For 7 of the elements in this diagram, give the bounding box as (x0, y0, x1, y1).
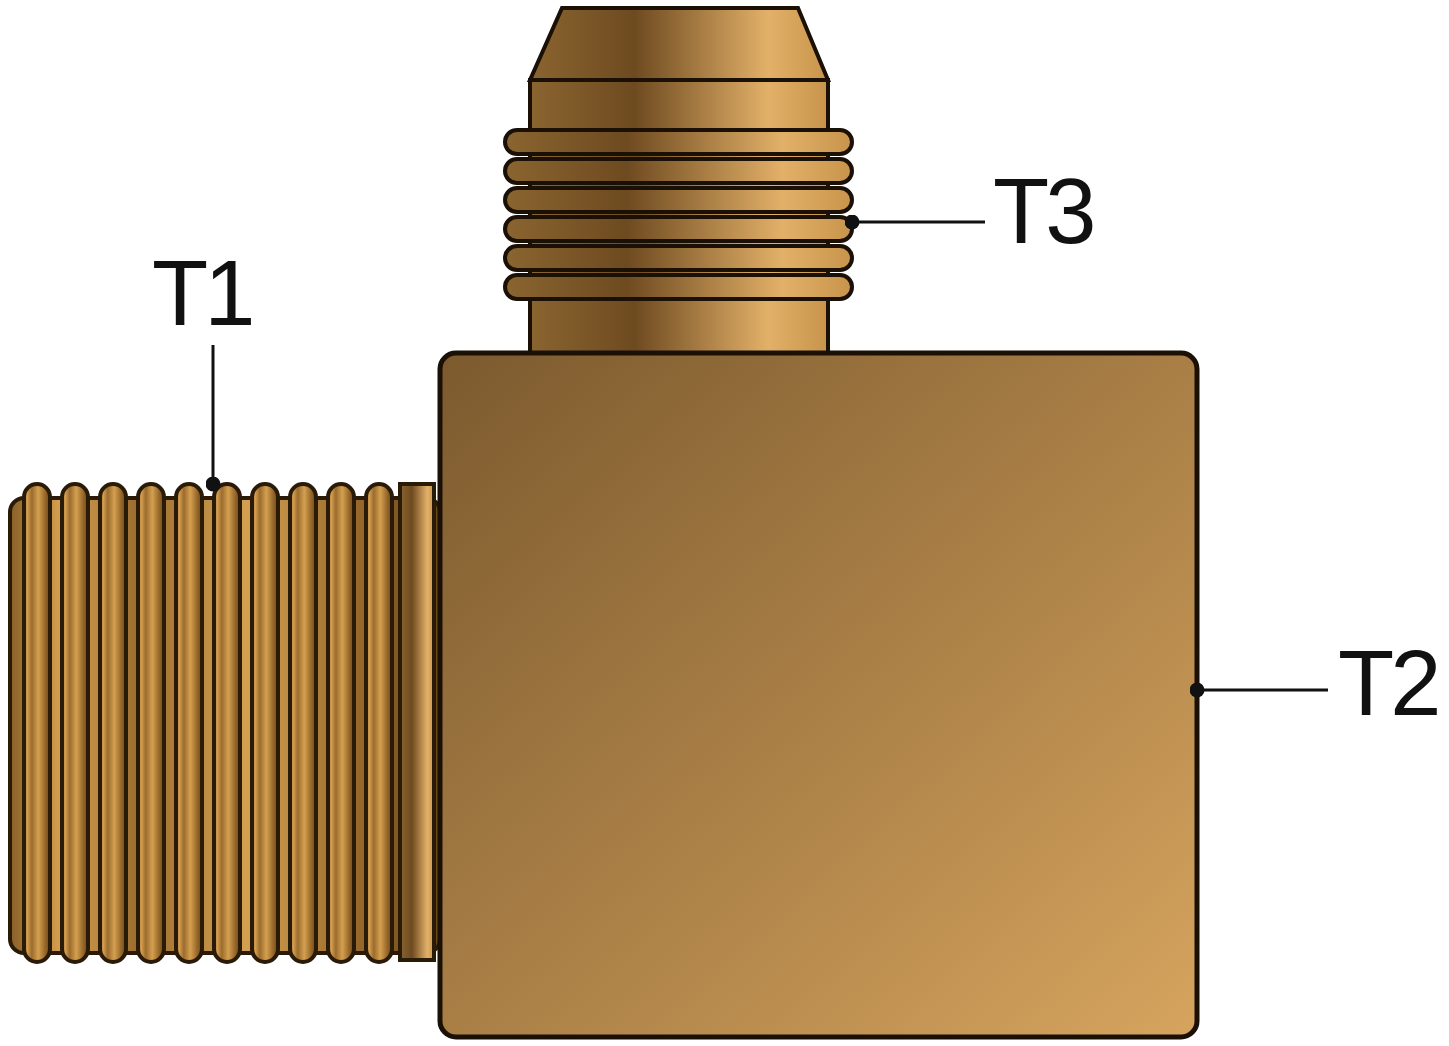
port-label: T3 (993, 165, 1093, 257)
leader-line (844, 214, 985, 230)
leader-line (205, 345, 221, 492)
tee-body-drawing (437, 350, 1200, 1040)
port-label: T2 (1338, 637, 1438, 729)
port-label: T1 (152, 247, 252, 339)
leader-line (1189, 682, 1328, 698)
